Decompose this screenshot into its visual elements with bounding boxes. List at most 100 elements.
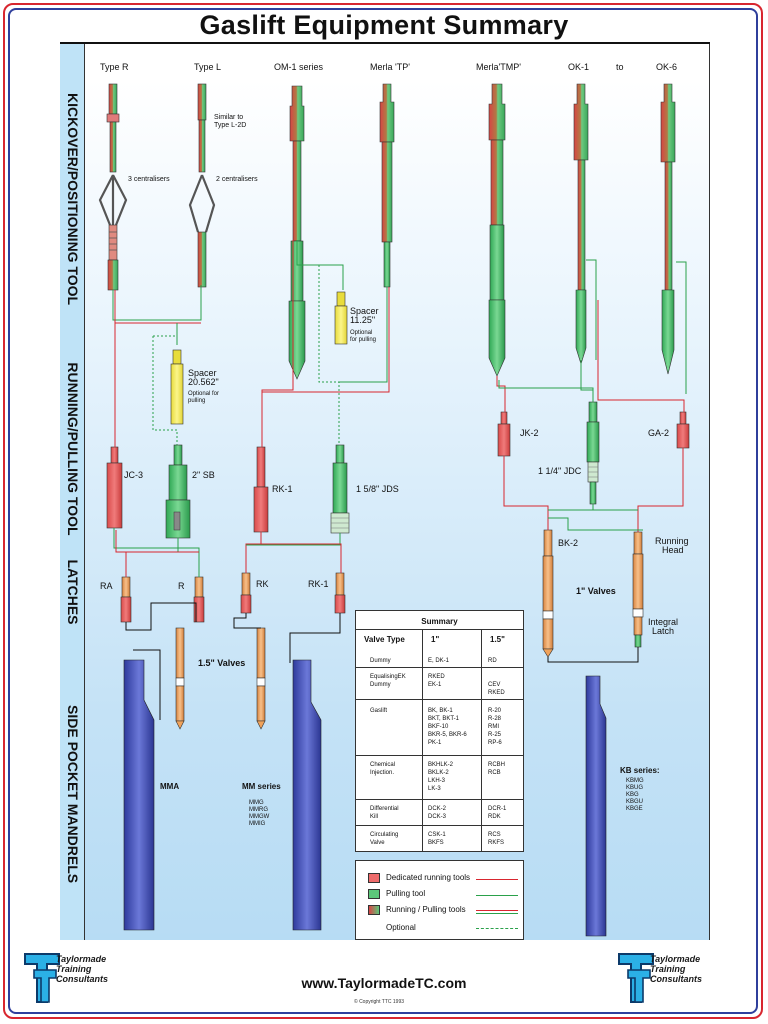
logo-right-line3: Consultants xyxy=(650,974,703,984)
spacer-short-opt-2: for pulling xyxy=(350,337,377,343)
label-sb: 2" SB xyxy=(192,470,215,480)
merla-tmp-kickover-tool xyxy=(488,83,506,377)
summary-divider xyxy=(356,629,523,630)
legend-label-optional: Optional xyxy=(386,923,416,932)
spacer-long-label-1: Spacer xyxy=(188,368,217,378)
label-kb-series: KB series: xyxy=(620,766,660,775)
mm-item-1: MMRG xyxy=(249,807,268,813)
spacer-long-opt-1: Optional for xyxy=(188,391,220,397)
summary-row-divider xyxy=(356,667,523,668)
kb-mandrel xyxy=(585,675,607,937)
spacer-20-562 xyxy=(170,349,184,425)
merla-tp-kickover-tool xyxy=(379,83,395,288)
ra-latch xyxy=(120,576,132,623)
kb-item-3: KBGU xyxy=(626,799,644,805)
summary-row-divider xyxy=(356,699,523,700)
summary-cell-15in: R-20 R-28 RMI R-25 RP-6 xyxy=(488,708,502,746)
mm-item-0: MMG xyxy=(249,800,264,806)
summary-cell-type: Differential Kill xyxy=(370,806,399,820)
logo-right: Taylormade Training Consultants xyxy=(616,950,746,1006)
summary-cell-1in: E, DK-1 xyxy=(428,658,450,664)
note-2-centralisers: 2 centralisers xyxy=(216,176,258,183)
summary-col-15in: 1.5" xyxy=(490,635,505,644)
legend-line-optional xyxy=(476,928,518,929)
ok1-kickover-tool xyxy=(573,83,589,366)
legend-label-pulling: Pulling tool xyxy=(386,889,426,898)
summary-row-divider xyxy=(356,755,523,756)
legend-swatch-pulling xyxy=(368,889,380,899)
running-head xyxy=(633,531,643,555)
copyright: © Copyright TTC 1993 xyxy=(354,999,405,1005)
summary-row-divider xyxy=(356,825,523,826)
jdc-pulling-tool xyxy=(586,401,600,505)
summary-cell-1in: BKHLK-2 BKLK-2 LKH-3 LK-3 xyxy=(428,762,454,792)
mm-mandrel xyxy=(292,659,322,931)
ttc-logo-icon xyxy=(618,953,654,1003)
label-valves-15: 1.5" Valves xyxy=(198,658,246,668)
summary-cell-1in: RKED EK-1 xyxy=(428,674,445,688)
label-bk2: BK-2 xyxy=(558,538,579,548)
kb-item-0: KBMG xyxy=(626,778,644,784)
jds-pulling-tool xyxy=(330,444,350,534)
valve-1in-integral xyxy=(632,553,644,648)
summary-col-type: Valve Type xyxy=(364,635,405,644)
label-jdc: 1 1/4" JDC xyxy=(538,466,582,476)
label-rk: RK xyxy=(256,579,269,589)
label-integral-1: Integral xyxy=(648,617,679,627)
summary-cell-15in: CEV RKED xyxy=(488,682,505,696)
label-running-head-1: Running xyxy=(655,536,689,546)
label-mm-series: MM series xyxy=(242,782,281,791)
om1-kickover-tool xyxy=(288,85,306,380)
ga2-running-tool xyxy=(676,411,690,449)
note-3-centralisers: 3 centralisers xyxy=(128,176,170,183)
label-ok6: OK-6 xyxy=(656,62,678,72)
spacer-short-opt-1: Optional xyxy=(350,330,373,336)
page-title: Gaslift Equipment Summary xyxy=(199,10,569,40)
legend-label-running-pulling: Running / Pulling tools xyxy=(386,905,466,914)
mm-item-2: MMGW xyxy=(249,814,270,820)
logo-right-line2: Training xyxy=(650,964,686,974)
label-integral-2: Latch xyxy=(652,626,675,636)
summary-cell-1in: DCK-2 DCK-3 xyxy=(428,806,447,820)
label-r: R xyxy=(178,581,185,591)
title-rule xyxy=(60,42,710,44)
section-sidebar xyxy=(60,44,85,940)
note-similar-2: Type L-2D xyxy=(214,122,247,129)
legend-line-dedicated xyxy=(476,879,518,880)
spacer-short-label-1: Spacer xyxy=(350,306,379,316)
label-rk1-tool: RK-1 xyxy=(272,484,293,494)
label-running-head-2: Head xyxy=(662,545,684,555)
summary-cell-type: EqualisingEK Dummy xyxy=(370,674,406,688)
logo-left-line3: Consultants xyxy=(56,974,109,984)
ok6-kickover-tool xyxy=(660,83,676,375)
summary-cell-15in: RD xyxy=(488,658,497,664)
summary-cell-type: Chemical Injection. xyxy=(370,762,396,776)
summary-cell-1in: CSK-1 BKFS xyxy=(428,832,446,846)
label-jds: 1 5/8" JDS xyxy=(356,484,399,494)
logo-right-line1: Taylormade xyxy=(650,954,701,964)
label-valves-1: 1" Valves xyxy=(576,586,616,596)
rk1-running-tool xyxy=(253,446,269,533)
summary-row-divider xyxy=(356,799,523,800)
footer-url[interactable]: www.TaylormadeTC.com xyxy=(301,975,467,991)
label-jc3: JC-3 xyxy=(124,470,144,480)
type-l-kickover-tool xyxy=(188,83,216,288)
logo-left-line1: Taylormade xyxy=(56,954,107,964)
legend-line-running xyxy=(476,910,518,911)
legend-swatch-dedicated xyxy=(368,873,380,883)
logo-left: Taylormade Training Consultants xyxy=(22,950,152,1006)
kb-item-4: KBGE xyxy=(626,806,643,812)
summary-col-divider xyxy=(481,629,482,851)
label-merla-tmp: Merla'TMP' xyxy=(476,62,521,72)
outer-red-frame xyxy=(3,3,763,1019)
ttc-logo-icon xyxy=(24,953,60,1003)
type-r-kickover-tool xyxy=(98,83,128,291)
summary-cell-type: Circulating Valve xyxy=(370,832,399,846)
label-rk1-latch: RK-1 xyxy=(308,579,329,589)
legend-line-pulling xyxy=(476,895,518,896)
summary-title: Summary xyxy=(421,617,458,626)
label-type-r: Type R xyxy=(100,62,129,72)
bk2-latch xyxy=(543,529,553,557)
legend-line-pulling-2 xyxy=(476,913,518,914)
